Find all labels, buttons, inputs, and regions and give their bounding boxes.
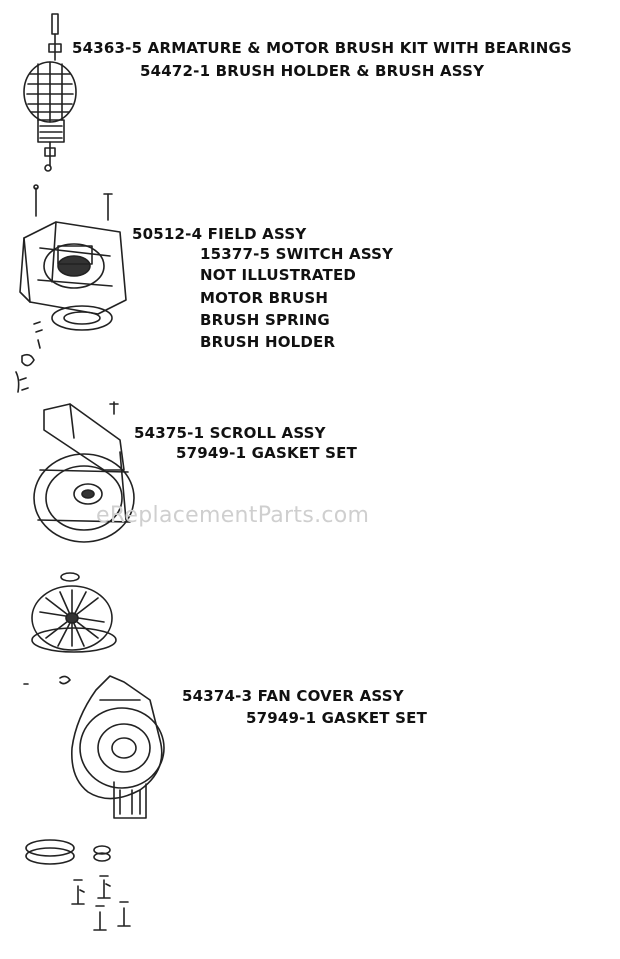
label-brush-spring: BRUSH SPRING <box>200 311 330 329</box>
label-scroll-assy: 54375-1 SCROLL ASSY <box>134 424 326 442</box>
screws-part <box>71 875 131 931</box>
armature-part <box>23 13 77 172</box>
clip-part <box>59 675 71 685</box>
label-not-illustrated: NOT ILLUSTRATED <box>200 266 357 284</box>
field-assy-part <box>15 184 127 393</box>
label-switch-assy: 15377-5 SWITCH ASSY <box>200 245 394 263</box>
scroll-assy-part <box>33 401 135 543</box>
gasket-rings-part <box>25 839 111 865</box>
fan-cover-part <box>71 675 165 819</box>
label-brush-holder: BRUSH HOLDER <box>200 333 336 351</box>
label-field-assy: 50512-4 FIELD ASSY <box>132 225 307 243</box>
label-motor-brush: MOTOR BRUSH <box>200 289 329 307</box>
label-gasket-set-1: 57949-1 GASKET SET <box>176 444 357 462</box>
label-brush-holder-assy: 54472-1 BRUSH HOLDER & BRUSH ASSY <box>140 62 485 80</box>
fan-part <box>31 585 117 653</box>
watermark: eReplacementParts.com <box>96 503 370 528</box>
washer-part <box>60 572 80 582</box>
label-armature-kit: 54363-5 ARMATURE & MOTOR BRUSH KIT WITH … <box>72 39 572 57</box>
label-fan-cover-assy: 54374-3 FAN COVER ASSY <box>182 687 404 705</box>
label-gasket-set-2: 57949-1 GASKET SET <box>246 709 427 727</box>
